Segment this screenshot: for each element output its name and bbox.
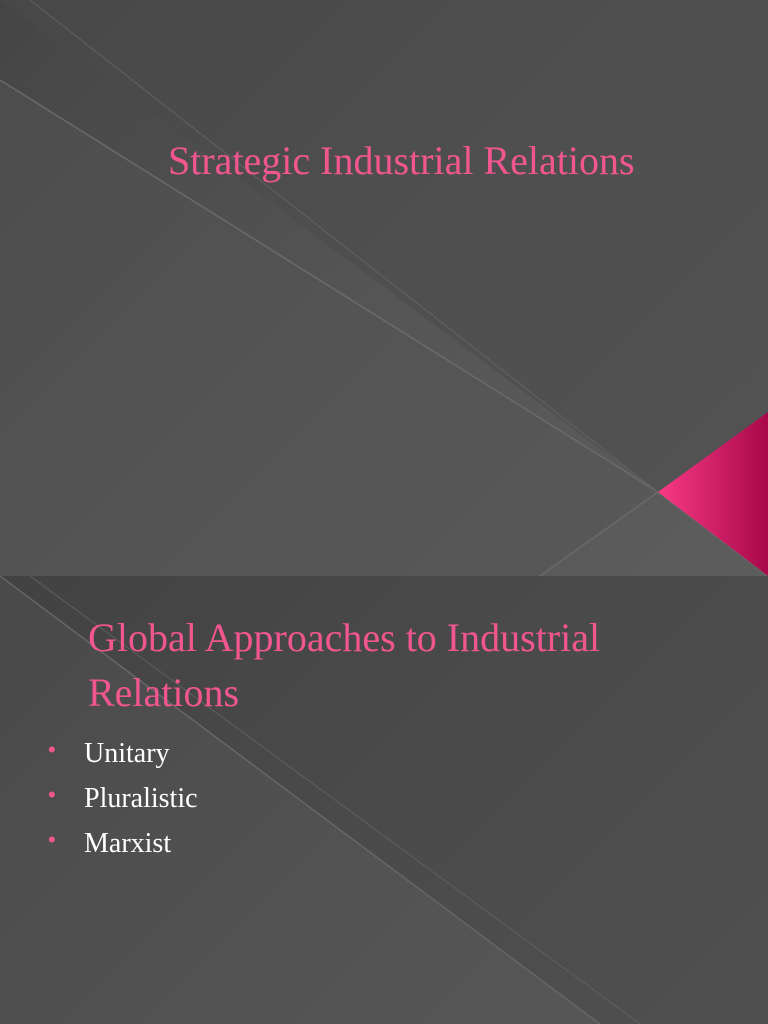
- bullet-text: Pluralistic: [84, 783, 198, 814]
- bullet-text: Marxist: [84, 828, 172, 859]
- slide-2[interactable]: Global Approaches to Industrial Relation…: [0, 576, 768, 1024]
- bg-facet-upper: [0, 576, 768, 1024]
- bg-facet-upper: [0, 0, 768, 492]
- bg-diagonal-line: [539, 491, 659, 576]
- bg-facet-lower: [0, 80, 658, 576]
- bullet-list: • Unitary • Pluralistic • Marxist: [48, 737, 198, 872]
- list-item: • Unitary: [48, 737, 198, 782]
- slide-2-title: Global Approaches to Industrial Relation…: [88, 615, 601, 715]
- bg-diagonal-line: [29, 0, 659, 493]
- list-item: • Pluralistic: [48, 782, 198, 827]
- slide-2-background: [0, 576, 768, 1024]
- accent-triangle: [658, 412, 768, 576]
- slide-1-title: Strategic Industrial Relations: [168, 138, 635, 183]
- bullet-dot-icon: •: [48, 782, 56, 807]
- bg-diagonal-line: [0, 79, 659, 493]
- bullet-dot-icon: •: [48, 827, 56, 852]
- bullet-text: Unitary: [84, 738, 170, 769]
- bg-diagonal-line: [29, 576, 641, 1024]
- bg-diagonal-line: [0, 576, 601, 1024]
- bullet-dot-icon: •: [48, 737, 56, 762]
- slide-1-background: [0, 0, 768, 576]
- list-item: • Marxist: [48, 827, 198, 872]
- slide-1[interactable]: Strategic Industrial Relations: [0, 0, 768, 576]
